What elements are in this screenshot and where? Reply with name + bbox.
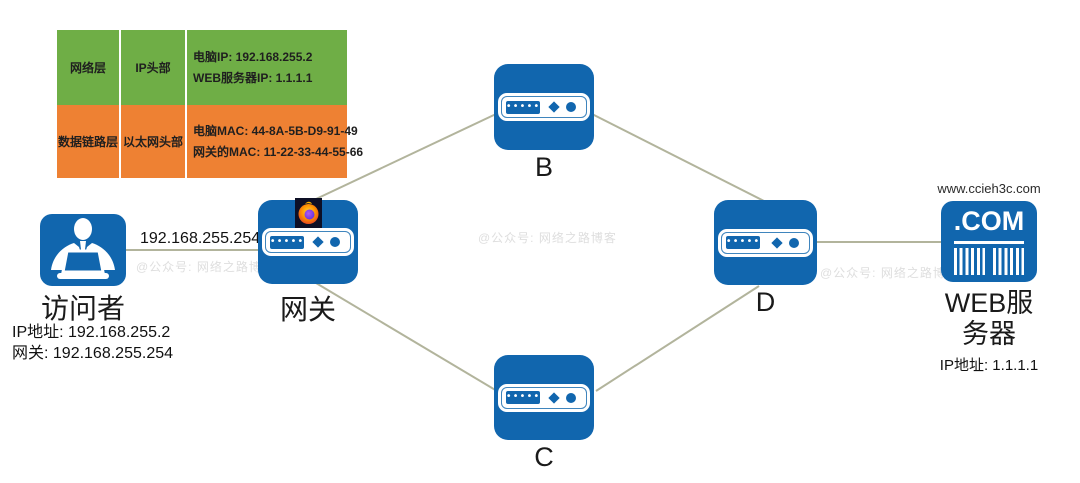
link-ip-label: 192.168.255.254 [140, 230, 261, 247]
router-faceplate [498, 383, 590, 412]
table-cell-layer: 数据链路层 [57, 105, 119, 178]
router-d-label: D [755, 287, 776, 317]
watermark-center: @公众号: 网络之路博客 [478, 231, 617, 245]
barcode-icon [993, 248, 1024, 275]
webserver-url: www.ccieh3c.com [937, 181, 1041, 196]
gateway-label: 网关 [279, 294, 336, 325]
link-b-d [591, 113, 765, 202]
visitor-node [40, 214, 126, 286]
router-dot-icon [566, 392, 576, 403]
router-ports-icon [270, 235, 304, 249]
person-laptop-icon [51, 218, 115, 279]
router-diamond-icon [312, 236, 324, 248]
router-ports-icon [506, 391, 540, 404]
link-gateway-c [315, 282, 498, 392]
router-b-label: B [534, 152, 553, 182]
webserver-label: WEB服务器 [944, 288, 1034, 349]
router-c-label: C [534, 442, 554, 472]
link-gateway-b [315, 113, 497, 200]
router-faceplate [498, 93, 590, 121]
router-ports-icon [726, 236, 760, 249]
table-cell-detail: 电脑IP: 192.168.255.2 WEB服务器IP: 1.1.1.1 [187, 30, 347, 105]
firefox-icon [295, 198, 322, 228]
router-ports-icon [506, 100, 540, 114]
table-cell-layer: 网络层 [57, 30, 119, 105]
router-b-node [494, 64, 594, 150]
table-cell-detail: 电脑MAC: 44-8A-5B-D9-91-49 网关的MAC: 11-22-3… [187, 105, 363, 178]
table-cell-header-type: IP头部 [121, 30, 185, 105]
router-dot-icon [330, 237, 340, 247]
ip-detail-line1: 电脑IP: 192.168.255.2 [193, 49, 313, 64]
mac-detail-line1: 电脑MAC: 44-8A-5B-D9-91-49 [193, 123, 358, 138]
webserver-ip-text: IP地址: 1.1.1.1 [939, 357, 1039, 374]
router-dot-icon [789, 237, 799, 248]
watermark-right: @公众号: 网络之路博客 [820, 266, 959, 280]
watermark-left: @公众号: 网络之路博客 [136, 260, 275, 274]
ip-detail-line2: WEB服务器IP: 1.1.1.1 [193, 70, 313, 85]
visitor-gateway-text: 网关: 192.168.255.254 [12, 345, 174, 362]
table-cell-header-type: 以太网头部 [121, 105, 185, 178]
dotcom-icon-text: .COM [953, 206, 1025, 236]
router-c-node [494, 355, 594, 440]
link-c-d [595, 285, 760, 392]
router-dot-icon [566, 102, 576, 112]
barcode-icon [954, 248, 985, 275]
router-diamond-icon [548, 391, 560, 404]
router-diamond-icon [771, 236, 783, 249]
gateway-node [258, 200, 358, 284]
visitor-ip-text: IP地址: 192.168.255.2 [12, 324, 171, 341]
encapsulation-table: 网络层 IP头部 电脑IP: 192.168.255.2 WEB服务器IP: 1… [57, 30, 363, 178]
webserver-node: .COM [941, 201, 1037, 282]
visitor-label: 访问者 [40, 293, 125, 324]
mac-detail-line2: 网关的MAC: 11-22-33-44-55-66 [193, 144, 364, 159]
router-diamond-icon [548, 101, 560, 113]
router-faceplate [718, 228, 813, 257]
dotcom-rule [954, 241, 1024, 244]
router-d-node [714, 200, 817, 285]
router-faceplate [262, 228, 354, 256]
